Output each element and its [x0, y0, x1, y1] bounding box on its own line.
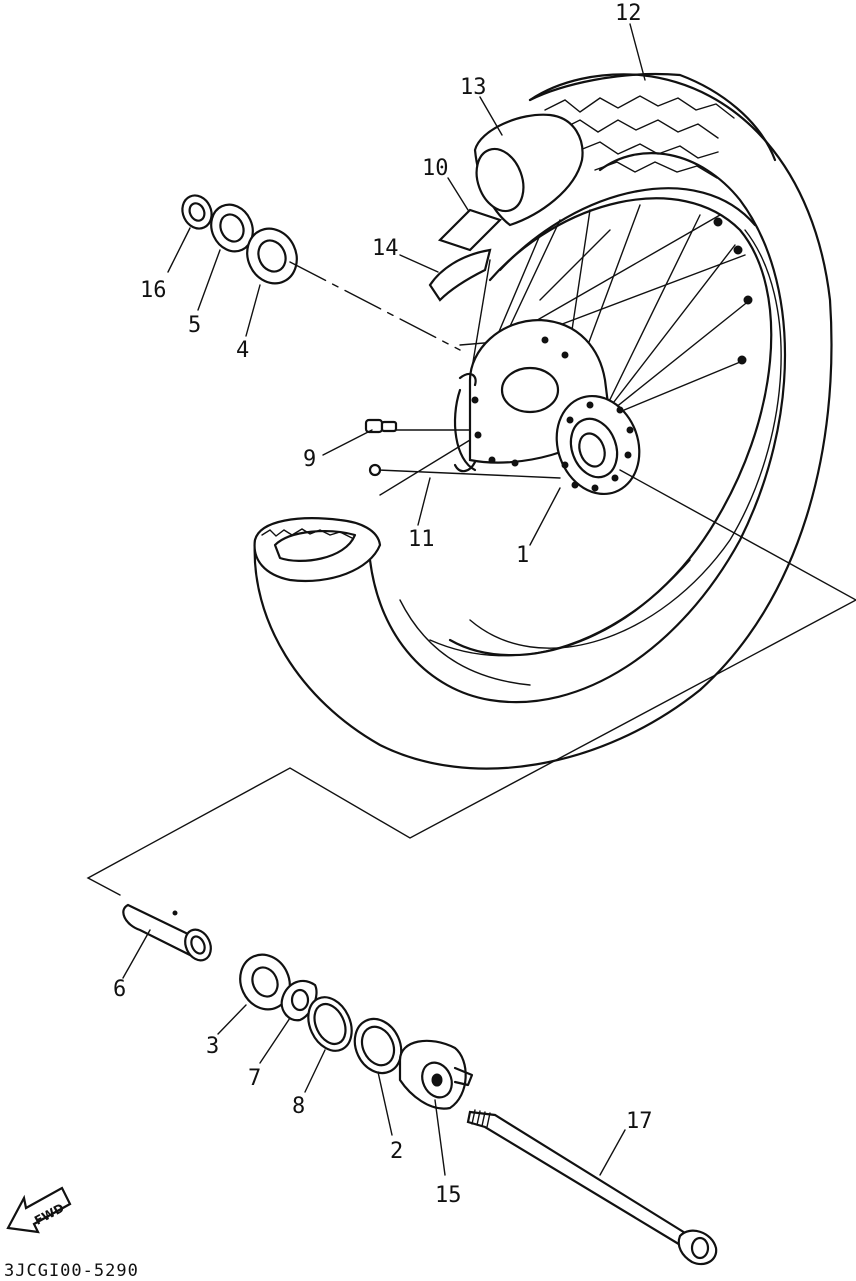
label-1: 1: [516, 543, 529, 568]
label-17: 17: [626, 1109, 653, 1134]
fwd-arrow-icon: FWD: [6, 1186, 72, 1234]
label-6: 6: [113, 977, 126, 1002]
diagram-code: 3JCGI00-5290: [4, 1261, 139, 1281]
axle: [466, 1109, 718, 1266]
part-labels: 12 13 10 14 16 5 4 9 11 1 6 3 7 8 2 15 1…: [113, 1, 653, 1208]
tube-and-rim-band: [428, 113, 584, 302]
spacer-tube: [122, 903, 212, 962]
label-5: 5: [188, 313, 201, 338]
label-16: 16: [140, 278, 167, 303]
leader-lines: [122, 23, 646, 1176]
label-13: 13: [460, 75, 487, 100]
label-12: 12: [615, 1, 642, 26]
label-3: 3: [206, 1034, 219, 1059]
lower-parts: [239, 953, 474, 1110]
explode-outline: [86, 469, 856, 896]
label-15: 15: [435, 1183, 462, 1208]
label-11: 11: [408, 527, 435, 552]
label-2: 2: [390, 1139, 403, 1164]
tire: [253, 72, 833, 770]
bearing-group-left: [181, 194, 461, 351]
label-14: 14: [372, 236, 399, 261]
spoke-nipple: [364, 418, 398, 477]
label-8: 8: [292, 1094, 305, 1119]
label-10: 10: [422, 156, 449, 181]
rim: [448, 187, 782, 657]
label-7: 7: [248, 1066, 261, 1091]
hub: [453, 318, 641, 496]
label-9: 9: [303, 447, 316, 472]
label-4: 4: [236, 338, 249, 363]
